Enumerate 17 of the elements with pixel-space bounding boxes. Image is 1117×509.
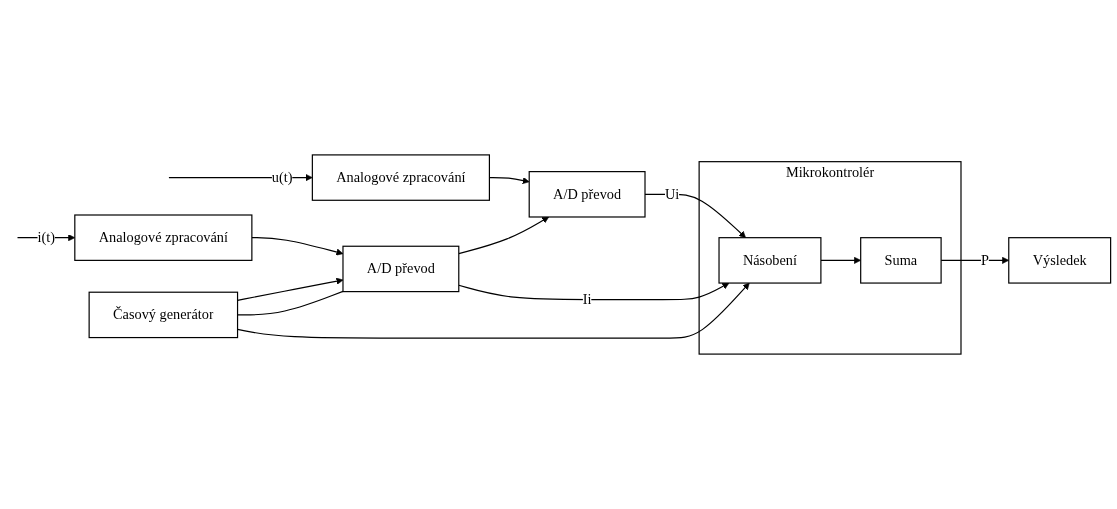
arrow [458,216,550,255]
arrow [820,256,861,264]
arrow [458,282,730,301]
node-box: Analogové zpracování [311,154,490,201]
edge-label: P [980,252,989,268]
node-box: Násobení [718,237,822,284]
edge-label: u(t) [271,169,293,186]
node-box: Suma [860,237,942,284]
node-box: Analogové zpracování [74,214,253,261]
edge-label: Ui [664,185,680,202]
node-box: A/D převod [342,245,460,293]
node-box: Časový generátor [88,291,239,339]
node-box: Výsledek [1008,237,1112,284]
node-box: A/D převod [528,171,646,218]
arrow [168,174,313,182]
edge-label: Ii [582,291,592,308]
edge-label: i(t) [37,229,55,246]
